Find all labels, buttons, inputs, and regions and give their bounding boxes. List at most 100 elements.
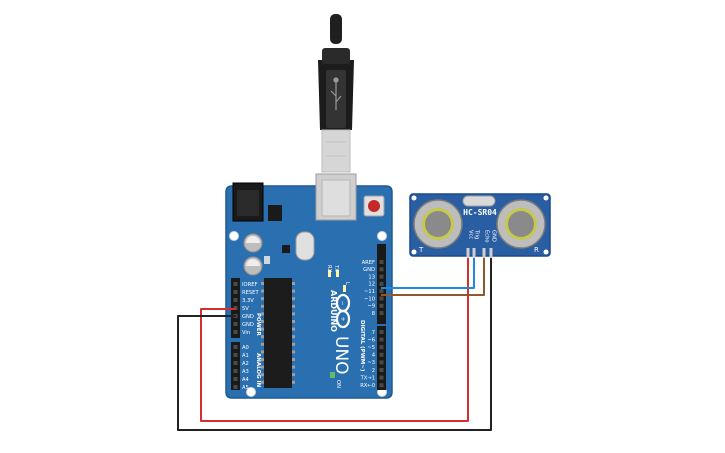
- power-pin-hole[interactable]: [233, 322, 238, 326]
- digital-pin-hole[interactable]: [379, 274, 384, 279]
- digital-pin-label: ~9: [367, 304, 375, 310]
- chip-pin: [292, 304, 295, 308]
- digital-pin-hole[interactable]: [379, 375, 384, 380]
- wire-5v-to-vcc[interactable]: [200, 258, 469, 422]
- analog-pin-hole[interactable]: [233, 353, 238, 357]
- chip-pin: [261, 335, 264, 339]
- chip-pin: [292, 373, 295, 377]
- digital-pin-label: RX←0: [360, 383, 375, 389]
- power-pin-label: 3.3V: [242, 298, 254, 304]
- digital-pin-label: 13: [368, 274, 375, 280]
- arduino-model: UNO: [331, 336, 351, 375]
- analog-pin-label: A0: [242, 345, 249, 351]
- digital-pin-hole[interactable]: [379, 296, 384, 301]
- digital-pin-label: ~3: [367, 360, 375, 366]
- tx-label: TX: [333, 264, 339, 272]
- chip-pin: [292, 350, 295, 354]
- digital-pin-label: ~11: [364, 289, 375, 295]
- analog-pin-hole[interactable]: [233, 345, 238, 349]
- digital-pin-label: 2: [372, 368, 375, 374]
- sensor-pin[interactable]: [466, 248, 470, 258]
- digital-pin-hole[interactable]: [379, 337, 384, 342]
- power-pin-hole[interactable]: [233, 290, 238, 294]
- digital-pin-label: TX→1: [360, 375, 375, 381]
- chip-pin: [261, 297, 264, 301]
- chip-pin: [292, 365, 295, 369]
- digital-pin-label: 4: [372, 353, 376, 359]
- digital-pin-label: ~5: [367, 345, 375, 351]
- power-pin-label: GND: [242, 322, 254, 328]
- digital-pin-hole[interactable]: [379, 352, 384, 357]
- digital-pin-hole[interactable]: [379, 267, 384, 272]
- sensor-pin[interactable]: [482, 248, 486, 258]
- chip-pin: [292, 282, 295, 285]
- power-pin-label: 5V: [242, 306, 249, 312]
- analog-pin-label: A1: [242, 353, 249, 359]
- chip-pin: [292, 312, 295, 316]
- sensor-pin[interactable]: [489, 248, 493, 258]
- chip-pin: [292, 342, 295, 346]
- chip-pin: [261, 304, 264, 308]
- power-pin-label: RESET: [242, 290, 259, 296]
- chip-pin: [292, 335, 295, 339]
- usb-cable-icon: [318, 14, 354, 173]
- power-pin-hole[interactable]: [233, 330, 238, 334]
- digital-pin-hole[interactable]: [379, 260, 384, 264]
- sensor-t-mark: T: [418, 246, 424, 254]
- on-label: ON: [335, 380, 341, 388]
- chip-pin: [292, 289, 295, 293]
- wire-d11-to-echo[interactable]: [381, 258, 485, 296]
- sensor-pin-label: Echo: [484, 230, 490, 243]
- power-pin-hole[interactable]: [233, 298, 238, 302]
- chip-pin: [292, 327, 295, 331]
- power-pin-label: Vin: [242, 330, 250, 336]
- chip-pin: [292, 297, 295, 301]
- digital-pin-hole[interactable]: [379, 311, 384, 316]
- sensor-pin-label: Vcc: [468, 230, 474, 239]
- digital-pin-hole[interactable]: [379, 281, 384, 286]
- power-pin-label: IOREF: [242, 282, 257, 288]
- sensor-pin-label: Trig: [474, 229, 480, 239]
- digital-pin-hole[interactable]: [379, 383, 384, 388]
- digital-pin-hole[interactable]: [379, 330, 384, 334]
- digital-pin-hole[interactable]: [379, 289, 384, 294]
- digital-pin-hole[interactable]: [379, 360, 384, 365]
- analog-pin-hole[interactable]: [233, 369, 238, 373]
- digital-pin-hole[interactable]: [379, 303, 384, 308]
- power-pin-label: GND: [242, 314, 254, 320]
- power-pin-hole[interactable]: [233, 282, 238, 286]
- chip-pin: [261, 365, 264, 369]
- digital-pin-label: AREF: [362, 260, 375, 266]
- power-label: POWER: [255, 313, 261, 337]
- analog-pin-hole[interactable]: [233, 361, 238, 365]
- analog-pin-label: A3: [242, 369, 249, 375]
- wire-d12-to-trig[interactable]: [381, 258, 475, 289]
- reset-button-icon[interactable]: [363, 195, 385, 217]
- arduino-brand: ARDUINO: [329, 290, 338, 332]
- svg-text:+: +: [339, 316, 346, 321]
- wire-gnd-to-gnd[interactable]: [177, 258, 492, 431]
- chip-pin: [261, 327, 264, 331]
- chip-pin: [261, 342, 264, 346]
- digital-pin-label: 12: [368, 282, 375, 288]
- svg-text:−: −: [339, 300, 346, 305]
- chip-pin: [261, 312, 264, 316]
- chip-pin: [261, 320, 264, 323]
- digital-pin-hole[interactable]: [379, 345, 384, 350]
- chip-pin: [261, 380, 264, 384]
- digital-pin-label: 8: [372, 311, 375, 317]
- sensor-pin[interactable]: [472, 248, 476, 258]
- analog-pin-hole[interactable]: [233, 377, 238, 381]
- digital-pin-label: GND: [363, 267, 375, 273]
- digital-pin-hole[interactable]: [379, 368, 384, 372]
- l-label: L: [344, 282, 350, 285]
- transmitter-transducer: [413, 199, 463, 249]
- analog-pin-hole[interactable]: [233, 385, 238, 389]
- analog-pin-label: A5: [242, 385, 249, 391]
- digital-pin-label: 7: [372, 330, 375, 336]
